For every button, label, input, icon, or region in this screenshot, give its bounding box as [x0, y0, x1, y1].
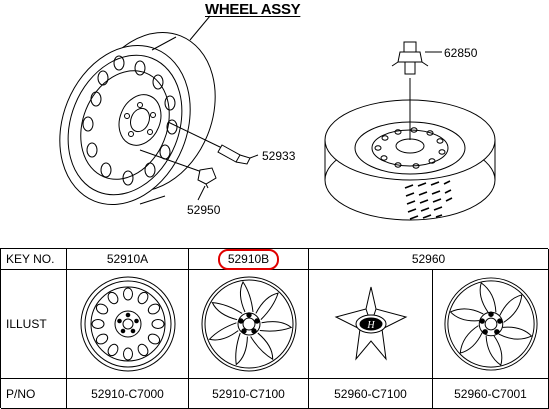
illust-cell: [67, 270, 189, 379]
wheel-assembly-drawing: [59, 15, 496, 221]
diagram-title: WHEEL ASSY: [205, 1, 301, 18]
illust-cell: [433, 270, 549, 379]
callout-52933: 52933: [262, 149, 296, 163]
key-no-header: KEY NO.: [1, 249, 67, 270]
wheel-nut-icon: [139, 149, 217, 201]
hold-down-bolt-icon: [391, 41, 442, 140]
center-cap-icon: H: [334, 286, 407, 361]
part-number-cell[interactable]: 52960-C7001: [433, 379, 549, 409]
wheel-cover-icon: [201, 276, 296, 372]
illust-cell: H: [309, 270, 433, 379]
illust-cell: [189, 270, 309, 379]
part-number-cell[interactable]: 52960-C7100: [309, 379, 433, 409]
key-no-cell-highlighted: 52910B: [189, 248, 309, 270]
svg-text:H: H: [366, 320, 375, 331]
callout-62850: 62850: [444, 46, 478, 60]
key-no-cell: 52960: [309, 249, 549, 270]
exploded-diagram: WHEEL ASSY 62850 52933 52950: [59, 1, 496, 221]
highlighted-key-badge[interactable]: 52910B: [217, 248, 280, 270]
key-no-cell: 52910A: [67, 249, 189, 270]
callout-52950: 52950: [187, 203, 221, 217]
pno-header: P/NO: [1, 379, 67, 409]
illust-header: ILLUST: [1, 270, 67, 379]
part-number-cell[interactable]: 52910-C7000: [67, 379, 189, 409]
steel-wheel-icon: [59, 32, 216, 205]
wheel-cover-icon: [443, 277, 538, 371]
steel-wheel-icon: [80, 276, 175, 372]
parts-table: KEY NO. 52910A 52910B 52960 ILLUST: [0, 248, 549, 409]
part-number-cell[interactable]: 52910-C7100: [189, 379, 309, 409]
valve-stem-icon: [167, 121, 259, 165]
